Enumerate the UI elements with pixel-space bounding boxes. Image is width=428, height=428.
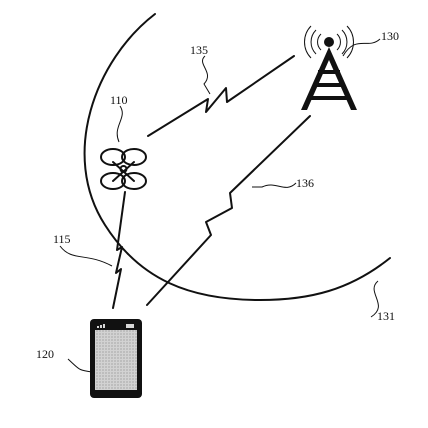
label-phone: 120: [36, 347, 54, 361]
label-leader-lines: [59, 38, 381, 373]
label-link-phone-tower: 136: [296, 176, 314, 190]
label-link-drone-phone: 115: [53, 232, 71, 246]
wireless-link-phone-tower: [146, 115, 311, 306]
cell-tower-icon: [301, 25, 357, 110]
coverage-area-arc: [83, 13, 391, 301]
quadcopter-drone-icon: [100, 148, 147, 190]
label-coverage: 131: [377, 309, 395, 323]
label-link-drone-tower: 135: [190, 43, 208, 57]
label-tower: 130: [381, 29, 399, 43]
wireless-link-drone-tower: [147, 55, 295, 137]
mobile-phone-icon: [90, 319, 142, 398]
label-drone: 110: [110, 93, 128, 107]
wireless-link-drone-phone: [112, 191, 126, 309]
